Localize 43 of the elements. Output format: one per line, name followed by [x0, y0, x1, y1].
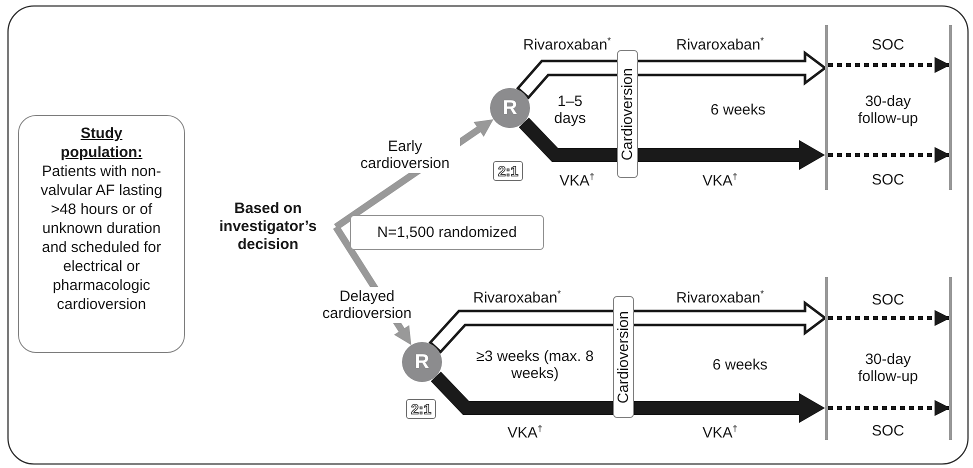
randomization-circle: R: [402, 342, 442, 382]
arm-label: VKA$^{†}$: [701, 424, 739, 442]
vertical-label: Cardioversion: [618, 68, 636, 160]
hollow-arrow: [516, 50, 828, 100]
arm-label: VKA$^{†}$: [701, 172, 739, 190]
hollow-arrow: [428, 300, 828, 354]
arm-label: SOC: [870, 172, 906, 188]
arm-label: 30-day follow-up: [856, 351, 920, 385]
arm-label: Rivaroxaban$^{*}$: [675, 290, 765, 306]
dotted-arrow: [828, 400, 951, 416]
arm-label: 6 weeks: [709, 102, 767, 118]
arm-label: 1–5 days: [553, 93, 587, 127]
arrow: [518, 118, 825, 170]
cardioversion-box: [613, 296, 634, 418]
box-heading: Study population:: [60, 124, 144, 162]
follow-up-boundary-line: [949, 277, 952, 440]
ratio-label: 2:1: [493, 161, 524, 181]
arm-label: VKA$^{†}$: [506, 424, 544, 442]
follow-up-boundary-line: [825, 277, 828, 440]
arm-label: SOC: [870, 422, 906, 440]
arm-label: ≥3 weeks (max. 8 weeks): [475, 348, 595, 382]
arm-label: 30-day follow-up: [856, 93, 920, 127]
vertical-label: Cardioversion: [614, 310, 632, 404]
arm-label: VKA$^{†}$: [558, 172, 596, 190]
arm-label: SOC: [870, 292, 906, 308]
follow-up-boundary-line: [949, 25, 952, 190]
decision-text: Based on investigator’s decision: [200, 198, 336, 256]
arm-label: Rivaroxaban$^{*}$: [675, 36, 765, 54]
cardioversion-box: [617, 50, 638, 178]
arm-label: Rivaroxaban$^{*}$: [522, 36, 612, 54]
dotted-arrow: [828, 147, 951, 163]
arm-label: SOC: [870, 36, 906, 54]
dotted-arrow: [828, 57, 951, 73]
box-text: Patients with non-valvular AF lasting >48 hours or of unknown duration and scheduled for electrical or pharmacologic cardioversion: [40, 162, 164, 314]
arm-label: Rivaroxaban$^{*}$: [472, 290, 562, 306]
arrow: [430, 372, 825, 423]
ratio-label: 2:1: [406, 399, 436, 419]
dotted-arrow: [828, 310, 951, 326]
randomization-circle: R: [490, 88, 530, 128]
arm-label: 6 weeks: [711, 356, 769, 374]
follow-up-boundary-line: [825, 25, 828, 190]
sample-size-box: N=1,500 randomized: [350, 215, 544, 250]
study-population-box: [18, 115, 185, 353]
